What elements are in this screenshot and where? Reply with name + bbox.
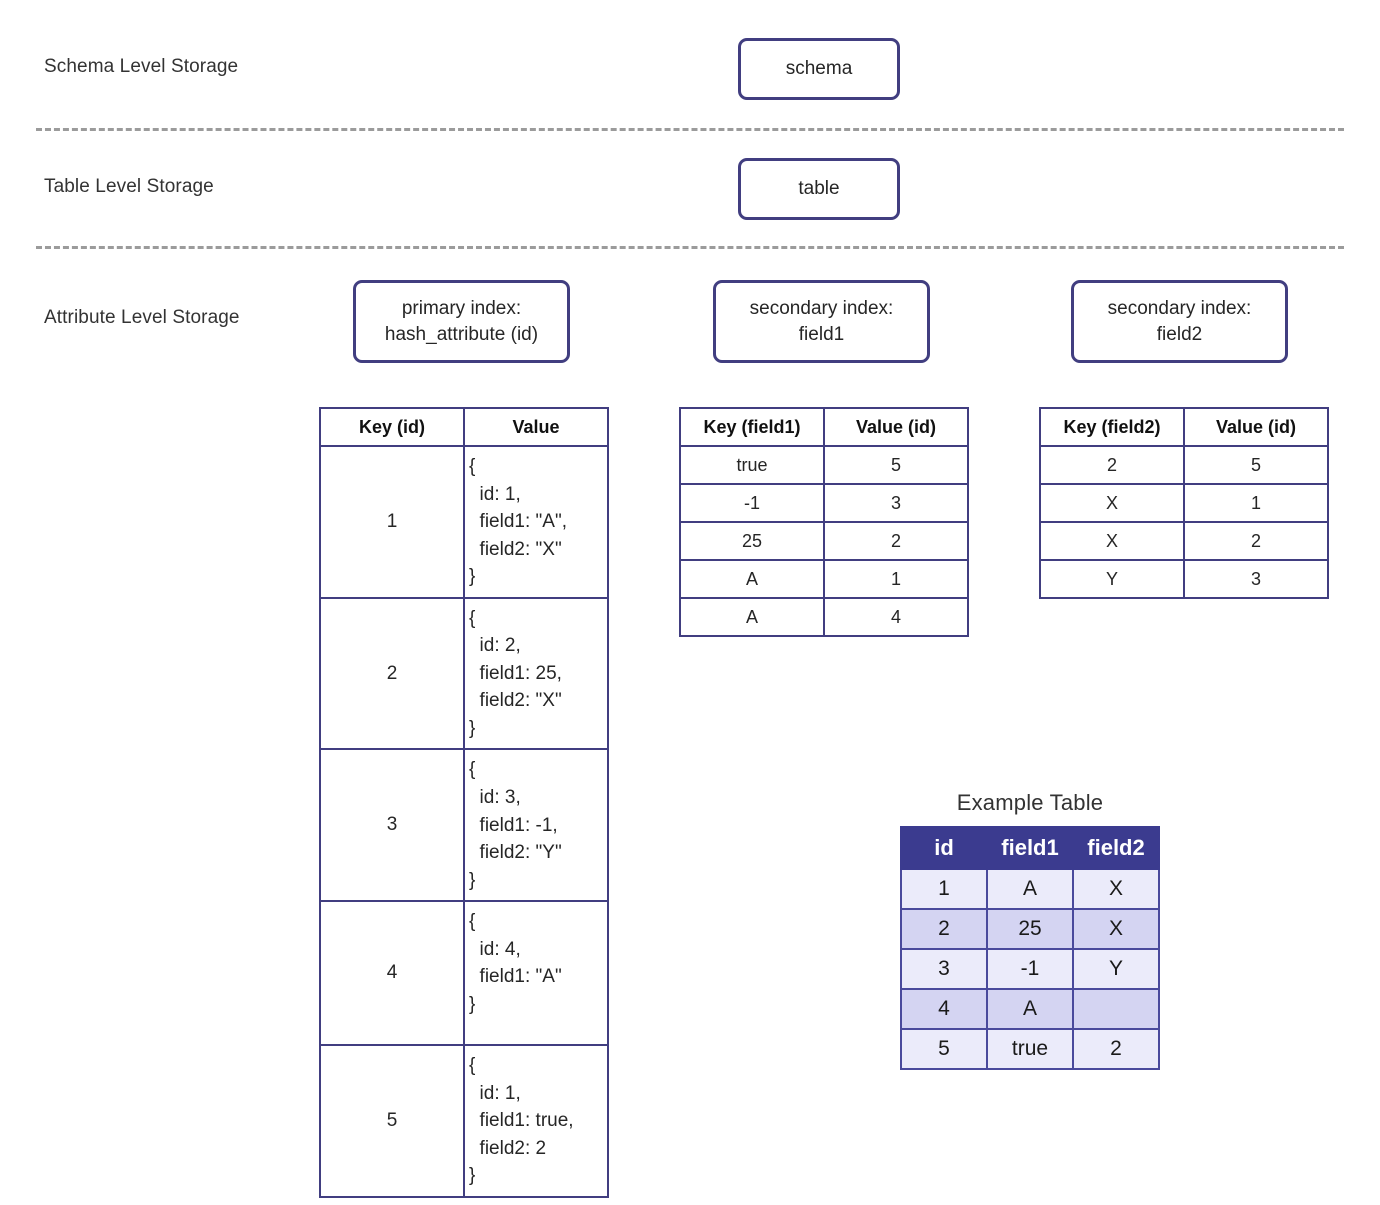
table-row: 5{ id: 1, field1: true, field2: 2 } [319,1044,609,1198]
cell-value: { id: 1, field1: "A", field2: "X" } [463,445,609,599]
cell-key: X [1039,483,1185,523]
column-header-key: Key (field2) [1039,407,1185,447]
table-header-row: Key (id) Value [319,407,609,447]
column-header-value: Value (id) [823,407,969,447]
cell-value: 5 [1183,445,1329,485]
primary-index-table: Key (id) Value 1{ id: 1, field1: "A", fi… [319,407,609,1198]
cell-key: A [679,559,825,599]
table-row: 3{ id: 3, field1: -1, field2: "Y" } [319,748,609,903]
cell-key: 2 [1039,445,1185,485]
cell-field2: 2 [1072,1028,1160,1070]
table-row: 1{ id: 1, field1: "A", field2: "X" } [319,445,609,599]
cell-value: 3 [823,483,969,523]
column-header-key: Key (field1) [679,407,825,447]
cell-key: 1 [319,445,465,599]
cell-field2 [1072,988,1160,1030]
column-header-field2: field2 [1072,826,1160,870]
cell-id: 3 [900,948,988,990]
secondary-index-field2-node-box: secondary index: field2 [1071,280,1288,363]
cell-value: { id: 2, field1: 25, field2: "X" } [463,596,609,751]
cell-value: 2 [1183,521,1329,561]
cell-field1: true [986,1028,1074,1070]
column-header-value: Value (id) [1183,407,1329,447]
cell-key: A [679,597,825,637]
cell-key: 3 [319,748,465,903]
table-node-box: table [738,158,900,220]
table-header-row: Key (field1) Value (id) [679,407,969,447]
cell-key: X [1039,521,1185,561]
schema-node-box: schema [738,38,900,100]
cell-value: 1 [823,559,969,599]
cell-value: { id: 4, field1: "A" } [463,900,609,1047]
cell-key: 4 [319,900,465,1047]
cell-field1: A [986,988,1074,1030]
cell-value: { id: 1, field1: true, field2: 2 } [463,1044,609,1198]
primary-index-node-box: primary index: hash_attribute (id) [353,280,570,363]
cell-key: 2 [319,596,465,751]
divider-table-attribute [36,246,1344,249]
level-label-table: Table Level Storage [44,176,214,197]
cell-field1: 25 [986,908,1074,950]
table-row: 2{ id: 2, field1: 25, field2: "X" } [319,596,609,751]
divider-schema-table [36,128,1344,131]
table-row: 4{ id: 4, field1: "A" } [319,900,609,1047]
secondary-index-field1-node-box: secondary index: field1 [713,280,930,363]
level-label-attribute: Attribute Level Storage [44,307,240,328]
cell-id: 4 [900,988,988,1030]
column-header-id: id [900,826,988,870]
cell-value: { id: 3, field1: -1, field2: "Y" } [463,748,609,903]
cell-key: -1 [679,483,825,523]
cell-value: 4 [823,597,969,637]
cell-field2: Y [1072,948,1160,990]
cell-key: true [679,445,825,485]
column-header-value: Value [463,407,609,447]
cell-value: 5 [823,445,969,485]
cell-id: 5 [900,1028,988,1070]
cell-field1: A [986,868,1074,910]
cell-field2: X [1072,908,1160,950]
cell-id: 2 [900,908,988,950]
column-header-field1: field1 [986,826,1074,870]
cell-field1: -1 [986,948,1074,990]
cell-key: 25 [679,521,825,561]
level-label-schema: Schema Level Storage [44,56,239,77]
cell-field2: X [1072,868,1160,910]
table-header-row: Key (field2) Value (id) [1039,407,1329,447]
cell-key: 5 [319,1044,465,1198]
cell-value: 3 [1183,559,1329,599]
cell-value: 2 [823,521,969,561]
example-table-title: Example Table [956,790,1104,815]
cell-value: 1 [1183,483,1329,523]
cell-key: Y [1039,559,1185,599]
column-header-key: Key (id) [319,407,465,447]
cell-id: 1 [900,868,988,910]
